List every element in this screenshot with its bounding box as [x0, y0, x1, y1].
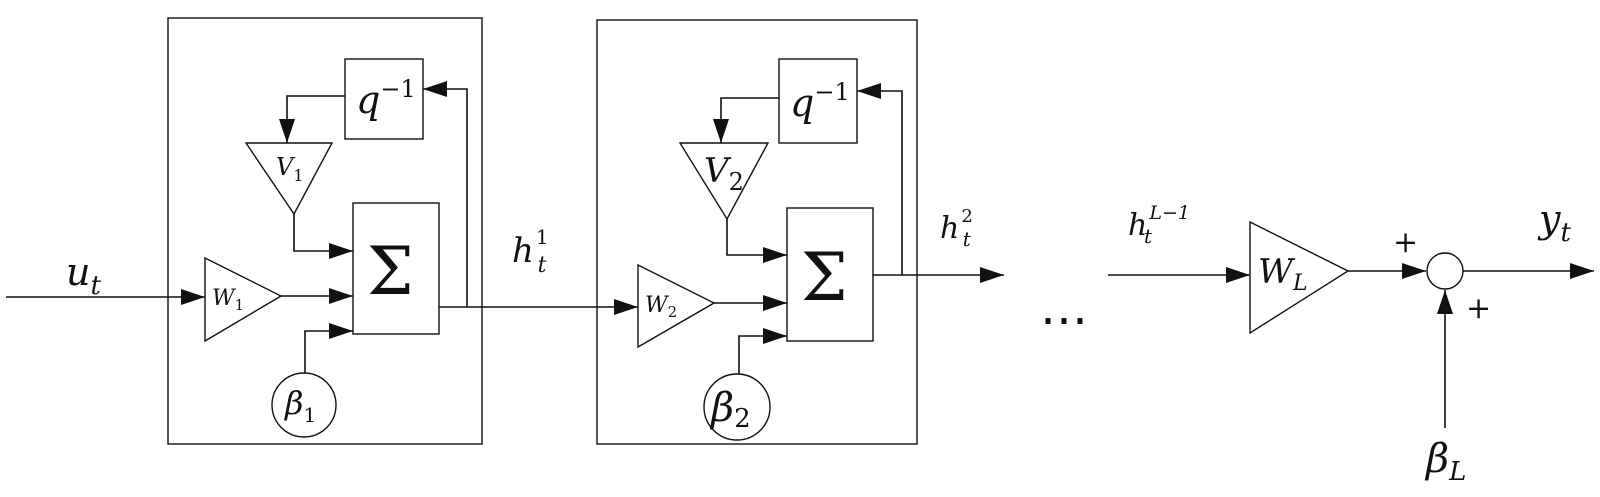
- stage-2-input-gain: [637, 263, 716, 349]
- last-bias-label: βL: [1424, 436, 1466, 487]
- stage-2-bias-label: β2: [709, 385, 751, 434]
- stage-2-v-to-sum: [726, 219, 787, 263]
- stage-2-recurrent-gain: [678, 142, 770, 221]
- stage-2-delay-label: q−1: [790, 78, 850, 125]
- ellipsis: ⋯: [1040, 292, 1088, 348]
- stage-1-summer: [352, 202, 440, 335]
- adder-plus-bottom: +: [1466, 291, 1491, 326]
- output-label: yt: [1537, 197, 1571, 248]
- stage-1-bias-label: β1: [284, 384, 316, 427]
- stage-1-v-to-sum: [293, 214, 353, 259]
- stage-2-input-gain-label: W2: [645, 293, 677, 321]
- stage-2-summer-symbol: Σ: [801, 239, 848, 316]
- stage-1-recurrent-gain: [244, 142, 334, 216]
- output-adder: [1426, 252, 1464, 290]
- stage-1-input-gain-label: W1: [212, 286, 244, 314]
- stage-2-bias: [703, 373, 771, 441]
- input-label: ut: [66, 250, 101, 301]
- stage-1-feedback: [423, 81, 468, 307]
- stage-1-input-gain: [204, 256, 283, 343]
- stage-2-recurrent-gain-label: V2: [704, 151, 744, 196]
- stage-2-delay: [778, 58, 858, 144]
- stage-1-delay: [344, 58, 424, 140]
- stage-2-feedback: [857, 83, 903, 275]
- last-stage-gain-label: WL: [1258, 252, 1308, 296]
- stage-1-frame: [167, 17, 483, 445]
- stage-1-recurrent-gain-label: V1: [276, 153, 304, 185]
- stage-1-delay-to-v: [279, 95, 345, 143]
- adder-plus-top: +: [1393, 225, 1418, 260]
- stage-2-frame: [596, 19, 918, 445]
- stage-1-bias: [271, 372, 337, 438]
- stage-2-delay-to-v: [713, 97, 779, 143]
- stage-2-bias-to-sum: [738, 328, 787, 374]
- stage-1-delay-label: q−1: [356, 75, 416, 122]
- stage-1-summer-symbol: Σ: [367, 233, 414, 310]
- stage-1-bias-to-sum: [304, 323, 353, 373]
- last-stage-gain: [1249, 220, 1350, 335]
